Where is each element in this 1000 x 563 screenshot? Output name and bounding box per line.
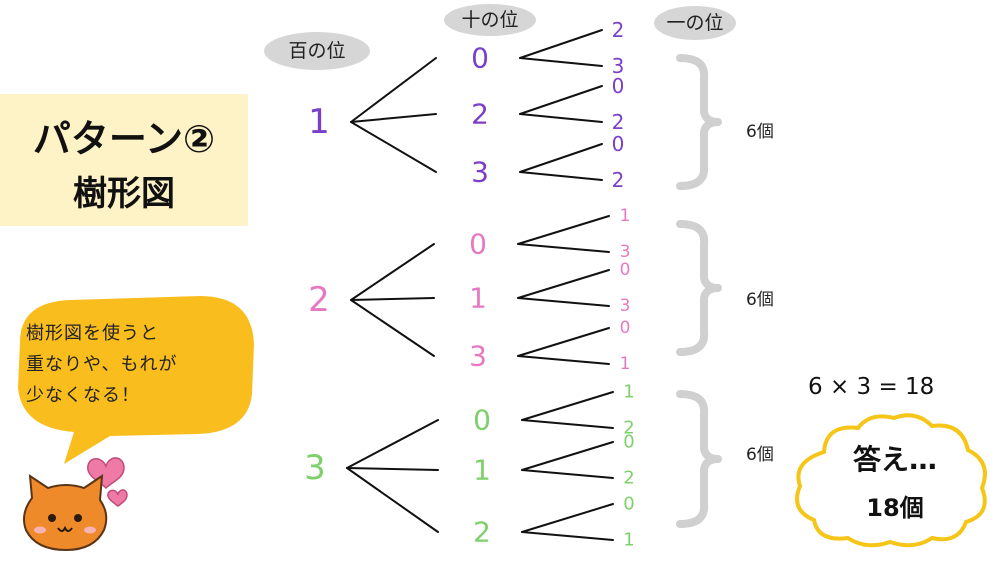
branch-to-ones — [517, 243, 610, 253]
ones-digit-2: 2 — [623, 468, 634, 489]
ones-digit-2: 2 — [623, 418, 634, 439]
ones-digit-2: 2 — [612, 110, 625, 134]
tens-digit-0: 0 — [473, 404, 491, 437]
title-tree-diagram: 樹形図 — [73, 174, 175, 214]
tens-digit-3: 3 — [469, 340, 487, 373]
ones-digit-1: 1 — [623, 382, 634, 403]
ones-digit-0: 0 — [623, 494, 634, 515]
hundreds-digit-2: 2 — [308, 280, 330, 320]
hundreds-digit-3: 3 — [304, 448, 326, 488]
tens-digit-1: 1 — [469, 282, 487, 315]
group-brace-1 — [676, 54, 722, 190]
answer-cloud — [795, 413, 987, 548]
header-hundreds: 百の位 — [264, 32, 370, 70]
ones-digit-3: 3 — [620, 242, 631, 262]
ones-digit-0: 0 — [612, 74, 625, 98]
ones-digit-1: 1 — [620, 206, 631, 226]
cat-head — [23, 474, 108, 552]
tens-digit-0: 0 — [471, 42, 489, 75]
branch-to-ones — [517, 355, 610, 365]
calculation: 6 × 3 = 18 — [808, 374, 935, 400]
count-label-group-1: 6個 — [746, 122, 774, 142]
ones-digit-0: 0 — [620, 318, 631, 338]
branch-to-ones — [517, 215, 610, 245]
count-label-group-3: 6個 — [746, 445, 774, 465]
branch-to-ones — [519, 113, 603, 123]
tens-digit-1: 1 — [473, 454, 491, 487]
answer-value: 18個 — [866, 494, 924, 522]
tens-digit-0: 0 — [469, 228, 487, 261]
hundreds-digit-1: 1 — [308, 102, 330, 142]
tens-digit-3: 3 — [471, 156, 489, 189]
tens-digit-2: 2 — [473, 516, 491, 549]
ones-digit-0: 0 — [620, 260, 631, 280]
branch-to-tens — [350, 243, 435, 301]
branch-to-ones — [521, 391, 614, 421]
tens-digit-2: 2 — [471, 98, 489, 131]
header-tens: 十の位 — [444, 4, 536, 36]
branch-to-ones — [517, 297, 610, 307]
branch-to-tens — [350, 121, 437, 173]
ones-digit-0: 0 — [623, 432, 634, 453]
branch-to-ones — [521, 441, 614, 471]
heart-icon-small — [107, 489, 128, 507]
ones-digit-1: 1 — [623, 530, 634, 551]
branch-to-tens — [350, 297, 435, 301]
title-pattern: パターン② — [32, 117, 216, 161]
header-ones: 一の位 — [654, 6, 736, 40]
branch-to-ones — [517, 327, 610, 357]
branch-to-ones — [519, 57, 603, 67]
branch-to-ones — [519, 29, 603, 59]
bubble-line-3: 少なくなる！ — [26, 385, 140, 406]
branch-to-ones — [519, 143, 603, 173]
group-brace-3 — [676, 390, 722, 528]
branch-to-tens — [346, 467, 439, 533]
speech-bubble — [18, 296, 254, 464]
branch-to-tens — [346, 467, 439, 471]
branch-to-ones — [521, 469, 614, 479]
ones-digit-0: 0 — [612, 132, 625, 156]
branch-to-ones — [519, 171, 603, 181]
branch-to-tens — [350, 299, 435, 357]
branch-to-ones — [521, 503, 614, 533]
branch-to-tens — [350, 113, 437, 123]
count-label-group-2: 6個 — [746, 290, 774, 310]
branch-to-ones — [521, 419, 614, 429]
ones-digit-1: 1 — [620, 354, 631, 374]
cat-mascot — [23, 457, 128, 552]
ones-digit-3: 3 — [620, 296, 631, 316]
branch-to-ones — [521, 531, 614, 541]
branch-to-ones — [517, 269, 610, 299]
branch-to-tens — [346, 419, 439, 469]
ones-digit-3: 3 — [612, 54, 625, 78]
ones-digit-2: 2 — [612, 18, 625, 42]
title-box: パターン② 樹形図 — [0, 94, 248, 226]
branch-to-ones — [519, 85, 603, 115]
ones-digit-2: 2 — [612, 168, 625, 192]
bubble-line-1: 樹形図を使うと — [26, 323, 159, 344]
answer-label: 答え… — [852, 443, 937, 476]
branch-to-tens — [350, 57, 437, 123]
group-brace-2 — [676, 220, 722, 356]
bubble-line-2: 重なりや、もれが — [26, 354, 178, 375]
